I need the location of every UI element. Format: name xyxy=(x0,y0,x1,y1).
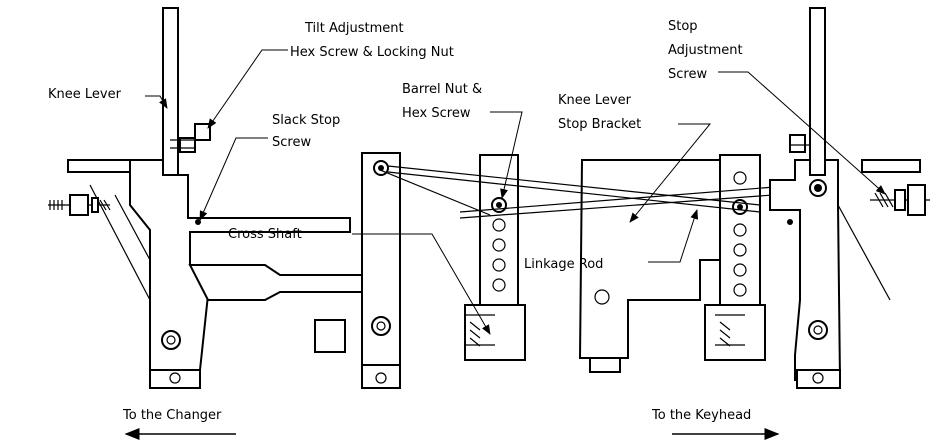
slack-stop-label-line1: Slack Stop xyxy=(272,113,340,128)
barrel-nut-label-line2: Hex Screw xyxy=(402,106,471,121)
knee-lever-right xyxy=(789,7,826,176)
tilt-adjustment-label-line1: Tilt Adjustment xyxy=(304,21,404,36)
stop-adjustment-label-line2: Adjustment xyxy=(668,43,743,58)
slack-stop-screw xyxy=(195,219,201,225)
stop-adjustment-label-line1: Stop xyxy=(668,19,698,34)
to-keyhead-label: To the Keyhead xyxy=(651,408,751,423)
linkage-rod xyxy=(379,165,801,219)
barrel-nut-label-line1: Barrel Nut & xyxy=(402,82,482,97)
left-pivot-icon xyxy=(161,330,181,350)
knee-lever-label: Knee Lever xyxy=(48,87,122,102)
left-spring-screw xyxy=(48,194,111,216)
left-bracket-assembly xyxy=(67,159,351,389)
knee-lever-left xyxy=(162,7,211,176)
center-left-bracket xyxy=(464,154,526,361)
to-changer-label: To the Changer xyxy=(122,408,222,423)
stop-adjustment-screw xyxy=(870,184,930,216)
cross-shaft-label: Cross Shaft xyxy=(228,227,302,242)
center-right-bracket xyxy=(704,154,793,361)
knee-lever-stop-label-line2: Stop Bracket xyxy=(558,117,641,132)
leader-lines xyxy=(145,49,886,335)
cross-shaft xyxy=(188,152,401,389)
linkage-rod-label: Linkage Rod xyxy=(524,257,603,272)
stop-adjustment-label-line3: Screw xyxy=(668,67,707,82)
right-bracket-assembly xyxy=(769,159,921,389)
tilt-adjustment-label-line2: Hex Screw & Locking Nut xyxy=(290,45,454,60)
knee-lever-stop-label-line1: Knee Lever xyxy=(558,93,632,108)
slack-stop-label-line2: Screw xyxy=(272,135,311,150)
